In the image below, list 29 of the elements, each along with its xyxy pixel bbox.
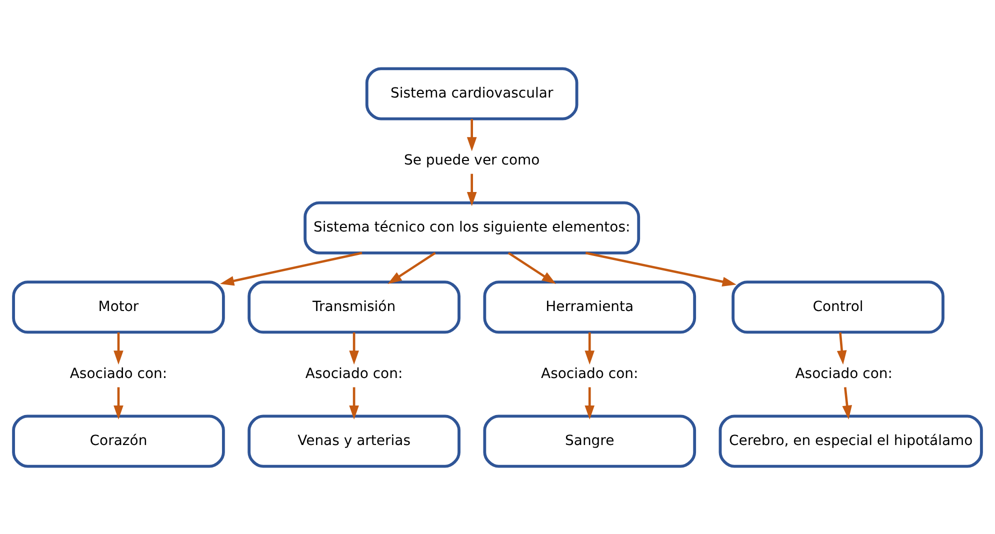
arrow (466, 118, 477, 151)
node-box: Cerebro, en especial el hipotálamo (718, 414, 983, 468)
node-box: Transmisión (248, 280, 460, 334)
arrow (836, 332, 847, 364)
node-box: Sangre (483, 414, 696, 468)
arrow (508, 251, 556, 284)
node-text: Asociado con: (795, 365, 892, 382)
arrow (114, 386, 124, 419)
arrow (584, 386, 595, 419)
arrow (388, 251, 436, 284)
arrow (585, 251, 736, 286)
node-box: Control (732, 280, 944, 334)
node-box: Herramienta (483, 280, 696, 334)
node-text: Asociado con: (70, 365, 168, 382)
arrow (466, 173, 477, 206)
arrow (349, 386, 359, 419)
arrow (349, 332, 359, 364)
node-box: Sistema técnico con los siguiente elementos: (304, 200, 640, 254)
node-text: Asociado con: (541, 365, 638, 382)
arrow (220, 251, 362, 286)
node-box: Venas y arterias (248, 414, 460, 468)
arrow (842, 386, 852, 419)
arrow (584, 332, 595, 364)
node-box: Motor (12, 280, 225, 334)
node-box: Sistema cardiovascular (365, 66, 578, 120)
arrow (114, 332, 124, 364)
node-text: Se puede ver como (404, 152, 540, 168)
node-box: Corazón (12, 414, 225, 468)
node-text: Asociado con: (305, 365, 403, 382)
